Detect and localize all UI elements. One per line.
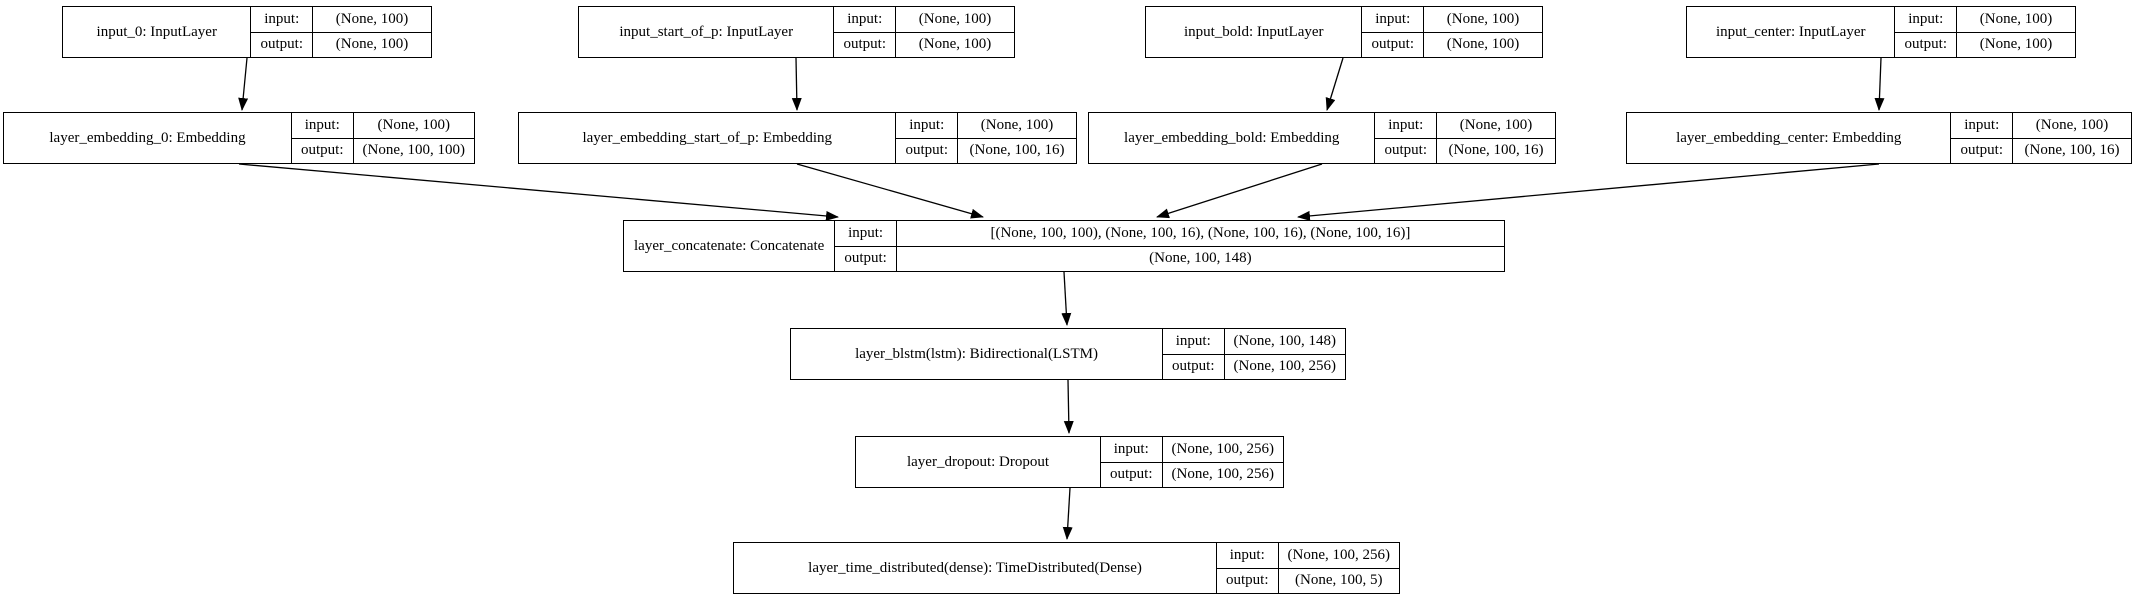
output-shape: (None, 100, 5) [1295, 572, 1383, 589]
node-input-bold: input_bold: InputLayer input: output: (N… [1145, 6, 1543, 58]
layer-name: input_start_of_p: InputLayer [619, 23, 794, 40]
input-shape: (None, 100, 256) [1162, 437, 1283, 463]
input-label: input: [1375, 113, 1436, 139]
edge-embeddingcenter-to-concatenate [1297, 163, 1880, 221]
edge-blstm-to-dropout [1063, 379, 1074, 434]
edge-dropout-to-timedistributed [1062, 487, 1073, 540]
input-shape: (None, 100) [896, 7, 1014, 33]
edge-inputstartofp-to-embeddingstartofp [791, 57, 802, 111]
layer-name: input_0: InputLayer [96, 23, 217, 40]
input-label: input: [1217, 543, 1278, 569]
output-label: output: [1960, 142, 2003, 159]
output-shape: (None, 100, 16) [2024, 142, 2120, 159]
layer-name: layer_embedding_bold: Embedding [1124, 129, 1340, 146]
edge-embeddingstartofp-to-concatenate [796, 163, 984, 219]
node-layer-concatenate: layer_concatenate: Concatenate input: ou… [623, 220, 1505, 272]
input-label: input: [292, 113, 353, 139]
output-label: output: [844, 250, 887, 267]
input-label: input: [1101, 437, 1162, 463]
input-shape: [(None, 100, 100), (None, 100, 16), (Non… [896, 221, 1504, 247]
output-shape: (None, 100) [1446, 36, 1520, 53]
edge-inputbold-to-embeddingbold [1325, 57, 1344, 111]
input-shape: (None, 100) [958, 113, 1076, 139]
node-layer-embedding-start-of-p: layer_embedding_start_of_p: Embedding in… [518, 112, 1077, 164]
input-label: input: [1163, 329, 1224, 355]
input-label: input: [835, 221, 896, 247]
output-label: output: [301, 142, 344, 159]
output-label: output: [1172, 358, 1215, 375]
output-label: output: [1904, 36, 1947, 53]
input-shape: (None, 100) [313, 7, 431, 33]
layer-name: layer_concatenate: Concatenate [634, 237, 825, 254]
edge-concatenate-to-blstm [1061, 271, 1072, 326]
input-shape: (None, 100) [2013, 113, 2131, 139]
output-label: output: [1384, 142, 1427, 159]
edge-input0-to-embedding0 [238, 57, 249, 111]
input-label: input: [251, 7, 312, 33]
input-label: input: [1895, 7, 1956, 33]
output-shape: (None, 100, 256) [1233, 358, 1336, 375]
output-label: output: [1371, 36, 1414, 53]
node-layer-embedding-0: layer_embedding_0: Embedding input: outp… [3, 112, 475, 164]
input-shape: (None, 100) [1424, 7, 1542, 33]
layer-name: input_center: InputLayer [1715, 23, 1866, 40]
input-shape: (None, 100) [353, 113, 474, 139]
node-input-0: input_0: InputLayer input: output: (None… [62, 6, 432, 58]
node-layer-time-distributed: layer_time_distributed(dense): TimeDistr… [733, 542, 1400, 594]
input-shape: (None, 100, 256) [1278, 543, 1399, 569]
input-label: input: [1362, 7, 1423, 33]
node-layer-dropout: layer_dropout: Dropout input: output: (N… [855, 436, 1284, 488]
output-shape: (None, 100, 100) [362, 142, 465, 159]
layer-name: input_bold: InputLayer [1183, 23, 1324, 40]
output-shape: (None, 100, 148) [1149, 250, 1252, 267]
input-shape: (None, 100) [1957, 7, 2075, 33]
edge-embedding0-to-concatenate [238, 163, 839, 221]
output-shape: (None, 100) [335, 36, 409, 53]
input-label: input: [1951, 113, 2012, 139]
edge-inputcenter-to-embeddingcenter [1874, 57, 1885, 111]
node-layer-embedding-bold: layer_embedding_bold: Embedding input: o… [1088, 112, 1556, 164]
input-label: input: [896, 113, 957, 139]
node-input-start-of-p: input_start_of_p: InputLayer input: outp… [578, 6, 1015, 58]
input-shape: (None, 100, 148) [1224, 329, 1345, 355]
output-label: output: [1110, 466, 1153, 483]
layer-name: layer_embedding_start_of_p: Embedding [582, 129, 832, 146]
output-shape: (None, 100) [1979, 36, 2053, 53]
node-layer-blstm: layer_blstm(lstm): Bidirectional(LSTM) i… [790, 328, 1346, 380]
output-label: output: [1226, 572, 1269, 589]
node-input-center: input_center: InputLayer input: output: … [1686, 6, 2076, 58]
layer-name: layer_embedding_center: Embedding [1676, 129, 1902, 146]
output-shape: (None, 100, 16) [1448, 142, 1544, 159]
output-label: output: [260, 36, 303, 53]
layer-name: layer_dropout: Dropout [906, 453, 1050, 470]
output-shape: (None, 100) [918, 36, 992, 53]
layer-name: layer_blstm(lstm): Bidirectional(LSTM) [855, 345, 1098, 362]
output-shape: (None, 100, 256) [1171, 466, 1274, 483]
layer-name: layer_embedding_0: Embedding [49, 129, 246, 146]
input-label: input: [834, 7, 895, 33]
output-shape: (None, 100, 16) [969, 142, 1065, 159]
layer-name: layer_time_distributed(dense): TimeDistr… [808, 559, 1142, 576]
edge-embeddingbold-to-concatenate [1156, 163, 1323, 219]
output-label: output: [843, 36, 886, 53]
output-label: output: [905, 142, 948, 159]
node-layer-embedding-center: layer_embedding_center: Embedding input:… [1626, 112, 2132, 164]
input-shape: (None, 100) [1437, 113, 1555, 139]
